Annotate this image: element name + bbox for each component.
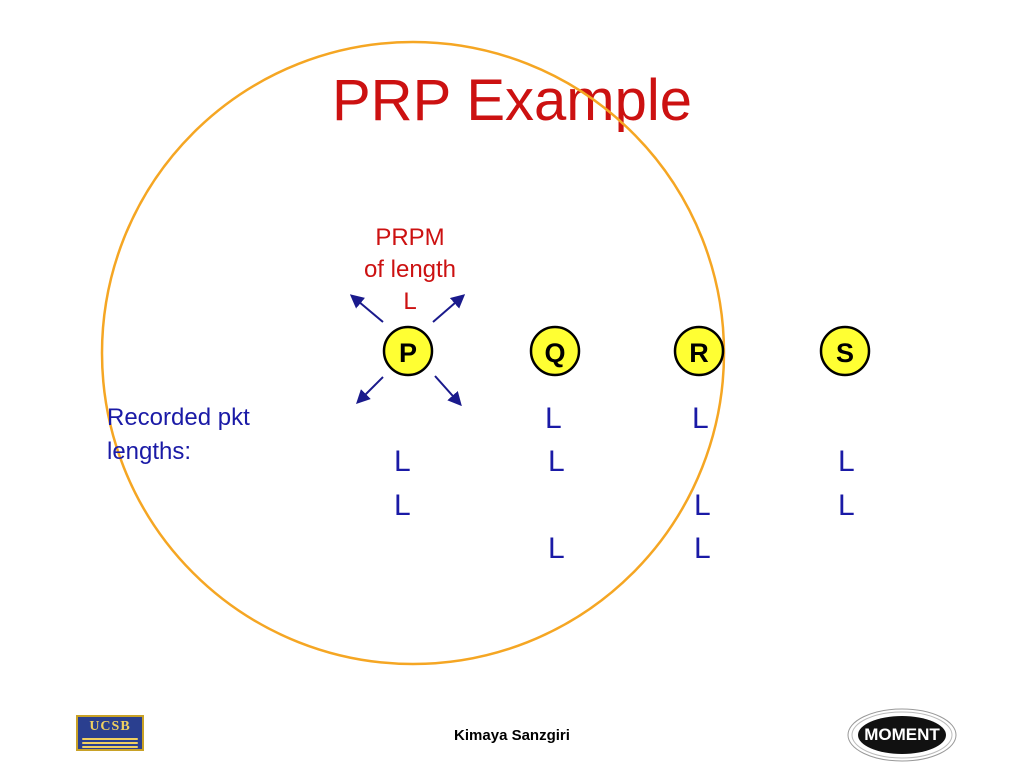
node-label: Q [544,338,565,368]
ucsb-logo-text: UCSB [89,719,131,734]
pkt-length-p-1: L [394,445,411,478]
pkt-length-r-3: L [694,532,711,565]
moment-logo: MOMENT [846,707,958,763]
pkt-length-r-1: L [692,402,709,435]
pkt-length-q-2: L [548,445,565,478]
annotation-line: L [403,288,417,315]
annotation-line: PRPM [375,224,445,251]
node-label: S [836,338,854,368]
pkt-length-s-1: L [838,445,855,478]
recorded-lengths-label: Recorded pkt lengths: [107,401,250,469]
moment-logo-text: MOMENT [864,725,940,744]
pkt-length-q-3: L [548,532,565,565]
broadcast-arrow-up-right [432,294,466,323]
footer-author: Kimaya Sanzgiri [454,727,570,744]
pkt-length-p-2: L [394,489,411,522]
broadcast-arrow-down-left [356,376,384,404]
prpm-annotation: PRPM of length L [340,222,480,318]
node-q: Q [529,325,581,377]
annotation-line: of length [363,256,457,283]
node-label: P [399,338,417,368]
broadcast-arrow-down-right [434,375,462,407]
label-line: lengths: [107,438,192,465]
ucsb-logo: UCSB [76,715,144,751]
slide-title: PRP Example [332,68,692,133]
node-p: P [382,325,434,377]
pkt-length-r-2: L [694,489,711,522]
node-r: R [673,325,725,377]
label-line: Recorded pkt [107,404,250,431]
pkt-length-q-1: L [545,402,562,435]
pkt-length-s-2: L [838,489,855,522]
broadcast-arrow-up-left [349,294,384,323]
node-s: S [819,325,871,377]
node-label: R [689,338,709,368]
